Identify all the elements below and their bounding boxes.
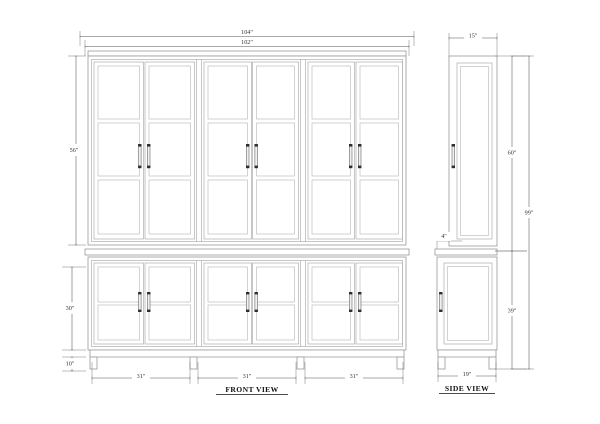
dim-side-total-99: 99"	[512, 55, 538, 370]
lower-handle-2[interactable]	[147, 292, 151, 312]
dim-label-bay-2: 31"	[243, 373, 252, 380]
dim-label-10: 10"	[66, 360, 75, 367]
raised-panel	[256, 304, 295, 341]
glass-pane	[97, 122, 140, 177]
glass-pane	[311, 122, 351, 177]
glass-pane	[148, 122, 191, 177]
dim-base-depth-19: 19"	[437, 362, 497, 382]
glass-pane	[359, 65, 399, 120]
raised-panel	[311, 304, 351, 341]
raised-panel	[97, 266, 140, 303]
side-lower-panel	[447, 266, 489, 341]
dim-label-19: 19"	[463, 371, 472, 378]
glass-pane	[207, 65, 248, 120]
dim-bay-width-1: 31"	[91, 362, 191, 384]
side-lower-handle[interactable]	[439, 292, 443, 312]
lower-handle-1[interactable]	[138, 292, 142, 312]
dim-upper-height-56: 56"	[65, 55, 86, 246]
leg-3	[296, 356, 305, 370]
base-and-legs	[89, 349, 405, 370]
raised-panel	[359, 266, 399, 303]
leg-2	[189, 356, 198, 370]
front-view-title: FRONT VIEW	[216, 385, 288, 395]
dim-side-upper-60: 60"	[495, 55, 527, 252]
glass-pane	[311, 179, 351, 235]
lower-handle-5[interactable]	[349, 292, 353, 312]
glass-pane	[97, 65, 140, 120]
glass-pane	[256, 122, 295, 177]
upper-bay-2	[203, 61, 299, 240]
dim-label-bay-3: 31"	[350, 373, 359, 380]
dim-label-15: 15"	[469, 32, 478, 39]
side-upper-panel	[460, 66, 489, 236]
dim-label-104: 104"	[241, 29, 253, 36]
upper-handle-6[interactable]	[358, 144, 362, 169]
counter-slab	[84, 248, 410, 256]
raised-panel	[97, 304, 140, 341]
side-leg-front	[437, 356, 446, 370]
glass-pane	[207, 122, 248, 177]
glass-pane	[256, 179, 295, 235]
raised-panel	[311, 266, 351, 303]
dim-label-99: 99"	[525, 209, 534, 216]
lower-bay-2	[203, 262, 299, 345]
glass-pane	[311, 65, 351, 120]
raised-panel	[207, 304, 248, 341]
raised-panel	[207, 266, 248, 303]
dim-lower-height-30: 30"	[61, 266, 86, 351]
glass-pane	[148, 179, 191, 235]
upper-handle-1[interactable]	[138, 144, 142, 169]
lower-bay-1	[93, 262, 195, 345]
glass-pane	[207, 179, 248, 235]
glass-pane	[148, 65, 191, 120]
dim-leg-height-10: 10"	[62, 356, 86, 372]
upper-handle-5[interactable]	[349, 144, 353, 169]
dim-bay-width-2: 31"	[197, 362, 297, 384]
raised-panel	[148, 266, 191, 303]
dim-label-bay-1: 31"	[137, 373, 146, 380]
side-view-label: SIDE VIEW	[445, 384, 489, 393]
glass-pane	[359, 179, 399, 235]
raised-panel	[256, 266, 295, 303]
dim-label-30: 30"	[66, 305, 75, 312]
dim-label-60: 60"	[508, 149, 517, 156]
dim-side-lower-39: 39"	[495, 250, 527, 370]
front-view-label: FRONT VIEW	[225, 385, 278, 394]
dim-overall-width-outer: 104"	[79, 29, 415, 46]
upper-handle-4[interactable]	[254, 144, 258, 169]
dim-overhang-4: 4"	[436, 232, 462, 249]
side-view-title: SIDE VIEW	[439, 384, 495, 394]
glass-pane	[256, 65, 295, 120]
dim-overall-width-inner: 102"	[84, 39, 410, 56]
dim-bay-width-3: 31"	[304, 362, 404, 384]
raised-panel	[148, 304, 191, 341]
glass-pane	[97, 179, 140, 235]
side-view-group: 15" 4"	[434, 32, 538, 394]
upper-handle-3[interactable]	[246, 144, 250, 169]
front-view-group: 104" 102"	[61, 29, 415, 395]
leg-4	[396, 356, 405, 370]
dim-top-depth-15: 15"	[448, 32, 498, 58]
raised-panel	[359, 304, 399, 341]
glass-pane	[359, 122, 399, 177]
side-leg-back	[488, 356, 497, 370]
upper-bay-3	[307, 61, 403, 240]
dim-label-4: 4"	[441, 233, 447, 240]
cornice-top	[87, 50, 407, 57]
lower-handle-6[interactable]	[358, 292, 362, 312]
lower-handle-3[interactable]	[246, 292, 250, 312]
upper-handle-2[interactable]	[147, 144, 151, 169]
side-counter-slab	[434, 248, 498, 256]
upper-bay-1	[93, 61, 195, 240]
side-base-and-legs	[437, 349, 497, 370]
leg-1	[89, 356, 98, 370]
side-upper-handle[interactable]	[451, 144, 455, 169]
lower-handle-4[interactable]	[254, 292, 258, 312]
dim-label-39: 39"	[508, 307, 517, 314]
dim-label-56: 56"	[70, 147, 79, 154]
lower-bay-3	[307, 262, 403, 345]
dim-label-102: 102"	[241, 39, 253, 46]
